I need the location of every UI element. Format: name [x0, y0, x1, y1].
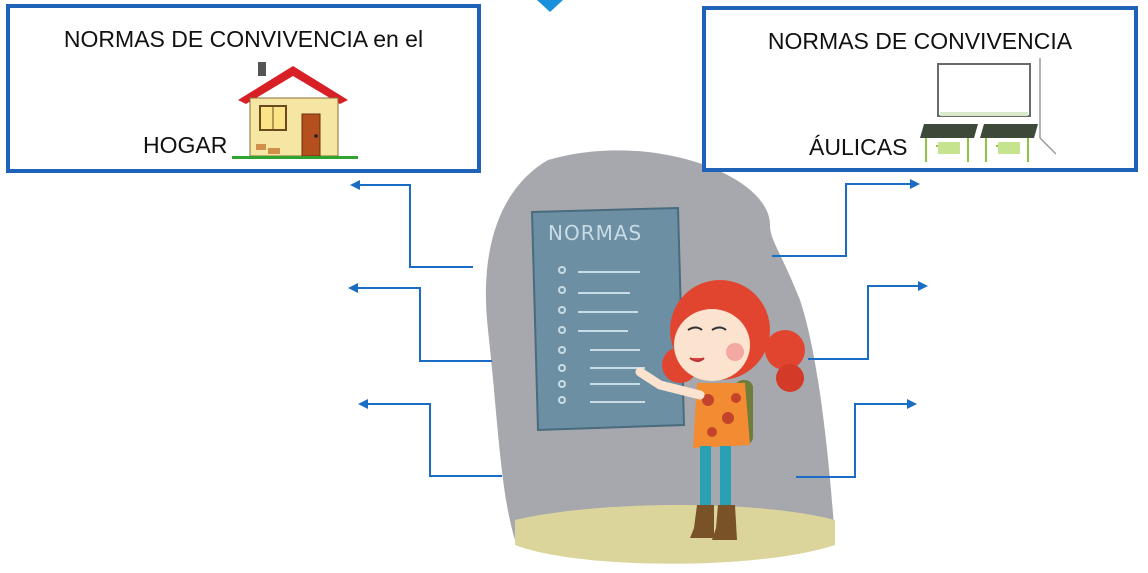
- board-title: NORMAS: [548, 221, 642, 245]
- chalkboard: NORMAS: [530, 206, 686, 432]
- house-icon: [232, 62, 358, 159]
- home-rules-box: NORMAS DE CONVIVENCIA en el HOGAR: [6, 4, 481, 173]
- classroom-icon: [920, 58, 1056, 162]
- arrow-left-2: [348, 283, 492, 362]
- floor: [515, 505, 835, 564]
- classroom-rules-title: NORMAS DE CONVIVENCIA: [767, 28, 1073, 54]
- classroom-rules-box: NORMAS DE CONVIVENCIA ÁULICAS: [702, 6, 1138, 172]
- classroom-rules-subtitle: ÁULICAS: [809, 134, 908, 160]
- arrow-left-3: [358, 399, 502, 477]
- home-rules-subtitle: HOGAR: [143, 132, 228, 158]
- arrow-left-1: [350, 180, 473, 268]
- home-rules-title: NORMAS DE CONVIVENCIA en el: [63, 26, 424, 52]
- girl-character: [635, 280, 805, 540]
- arrow-right-2: [808, 281, 928, 360]
- arrow-right-3: [796, 399, 917, 478]
- top-diamond-icon: [537, 0, 563, 12]
- arrow-right-1: [772, 179, 920, 257]
